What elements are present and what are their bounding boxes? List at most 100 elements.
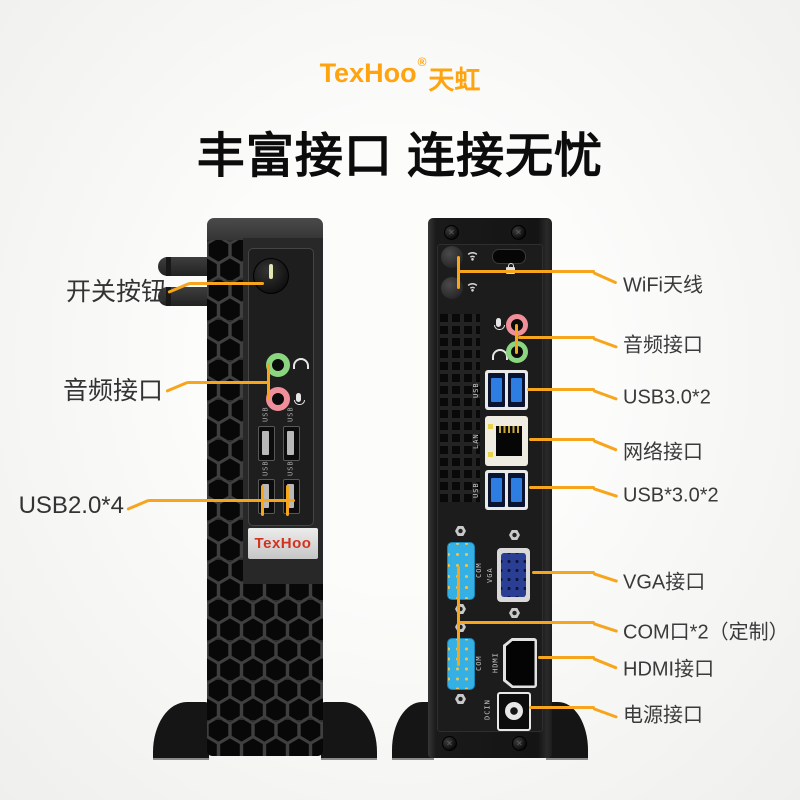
callout-line bbox=[592, 337, 618, 349]
callout-line bbox=[527, 388, 595, 391]
kensington-lock-slot bbox=[492, 249, 526, 264]
dcin-port-label: DCIN bbox=[483, 699, 492, 720]
callout-label-hdmi: HDMI接口 bbox=[623, 658, 715, 681]
callout-line bbox=[126, 498, 150, 511]
usb-port-label: USB bbox=[472, 382, 480, 398]
usb2-port bbox=[283, 426, 300, 461]
mic-icon bbox=[294, 393, 305, 405]
callout-line bbox=[592, 707, 618, 719]
callout-line bbox=[286, 485, 289, 516]
callout-label-usb2: USB2.0*4 bbox=[18, 492, 124, 519]
usb-port-label: USB bbox=[286, 460, 295, 476]
callout-label-usb3-top: USB3.0*2 bbox=[623, 386, 711, 409]
vent-grid bbox=[440, 314, 480, 502]
callout-line bbox=[592, 439, 618, 452]
callout-line bbox=[529, 438, 595, 441]
mic-jack-pink bbox=[266, 387, 290, 411]
com-port-label: COM bbox=[475, 655, 483, 671]
callout-label-wifi-antenna: WiFi天线 bbox=[623, 274, 703, 297]
antenna-ring bbox=[166, 287, 171, 306]
hdmi-port-label: HDMI bbox=[491, 652, 500, 674]
dc-in-port bbox=[497, 692, 531, 731]
antenna-ring bbox=[166, 257, 171, 276]
mic-icon bbox=[494, 318, 505, 330]
callout-line bbox=[457, 256, 460, 289]
com-port bbox=[447, 542, 475, 600]
headphone-icon bbox=[293, 358, 309, 369]
callout-line bbox=[532, 571, 595, 574]
mini-pc-front-view: USB USB USB USB TexHoo bbox=[207, 218, 323, 758]
callout-line bbox=[538, 656, 595, 659]
vga-port-label: VGA bbox=[486, 567, 494, 583]
usb-port-label: USB bbox=[261, 460, 270, 476]
lan-socket bbox=[496, 426, 522, 456]
brand-badge-text: TexHoo bbox=[254, 535, 312, 552]
callout-line bbox=[592, 657, 618, 670]
brand-badge: TexHoo bbox=[248, 528, 318, 559]
callout-label-vga: VGA接口 bbox=[623, 571, 706, 594]
front-stand-right bbox=[321, 702, 377, 760]
callout-label-power-in: 电源接口 bbox=[623, 704, 703, 727]
lan-port bbox=[485, 416, 528, 466]
callout-line bbox=[148, 499, 295, 502]
front-stand-left bbox=[153, 702, 209, 760]
callout-label-lan: 网络接口 bbox=[623, 441, 703, 464]
callout-line bbox=[592, 271, 618, 285]
com-port bbox=[447, 638, 475, 690]
brand-logo-cn: 天虹 bbox=[428, 65, 481, 95]
usb-port-label: USB bbox=[472, 482, 480, 498]
mini-pc-back-view: ✕ ✕ USB LAN bbox=[428, 218, 552, 758]
callout-line bbox=[457, 566, 460, 666]
lan-port-label: LAN bbox=[472, 433, 480, 449]
screw-nut bbox=[509, 608, 520, 618]
callout-line bbox=[459, 270, 595, 273]
lan-led bbox=[488, 452, 493, 457]
callout-line bbox=[592, 389, 618, 401]
callout-line bbox=[165, 380, 189, 393]
power-indicator-bar bbox=[269, 264, 273, 279]
vga-port bbox=[497, 548, 530, 602]
hdmi-port bbox=[503, 638, 537, 688]
brand-logo-text: TexHoo bbox=[319, 58, 417, 88]
power-button bbox=[253, 258, 289, 294]
callout-line bbox=[592, 487, 619, 498]
screw-nut bbox=[455, 604, 466, 614]
callout-line bbox=[187, 381, 270, 384]
wifi-icon bbox=[467, 252, 478, 261]
screw-nut bbox=[455, 694, 466, 704]
callout-label-audio-front: 音频接口 bbox=[62, 377, 163, 405]
callout-line bbox=[459, 621, 595, 624]
screw-icon: ✕ bbox=[442, 736, 457, 751]
callout-line bbox=[592, 622, 619, 633]
callout-line bbox=[529, 486, 595, 489]
com-port-label: COM bbox=[475, 562, 483, 578]
usb3-port-pair bbox=[485, 370, 528, 410]
callout-label-usb3-bottom: USB*3.0*2 bbox=[623, 484, 719, 507]
lan-led bbox=[488, 424, 493, 429]
callout-line bbox=[515, 324, 518, 354]
brand-logo: TexHoo ® 天虹 bbox=[0, 55, 800, 97]
page-title: 丰富接口 连接无忧 bbox=[196, 130, 604, 183]
usb2-port bbox=[258, 426, 275, 461]
screw-nut bbox=[455, 622, 466, 632]
callout-line bbox=[529, 706, 595, 709]
callout-line bbox=[518, 336, 595, 339]
screw-icon: ✕ bbox=[512, 736, 527, 751]
screw-nut bbox=[455, 526, 466, 536]
callout-line bbox=[261, 485, 264, 516]
callout-line bbox=[592, 572, 619, 583]
wifi-antenna-stub-top bbox=[158, 257, 210, 276]
callout-label-com: COM口*2（定制） bbox=[623, 621, 789, 644]
registered-mark: ® bbox=[417, 55, 427, 69]
usb-port-label: USB bbox=[261, 406, 270, 422]
usb3-port-pair bbox=[485, 470, 528, 510]
callout-label-audio-back: 音频接口 bbox=[623, 334, 703, 357]
screw-icon: ✕ bbox=[511, 225, 526, 240]
callout-line bbox=[189, 282, 264, 285]
callout-label-power-button: 开关按钮 bbox=[65, 278, 166, 306]
callout-line bbox=[267, 363, 270, 399]
wifi-icon bbox=[467, 283, 478, 292]
screw-nut bbox=[509, 530, 520, 540]
screw-icon: ✕ bbox=[444, 225, 459, 240]
